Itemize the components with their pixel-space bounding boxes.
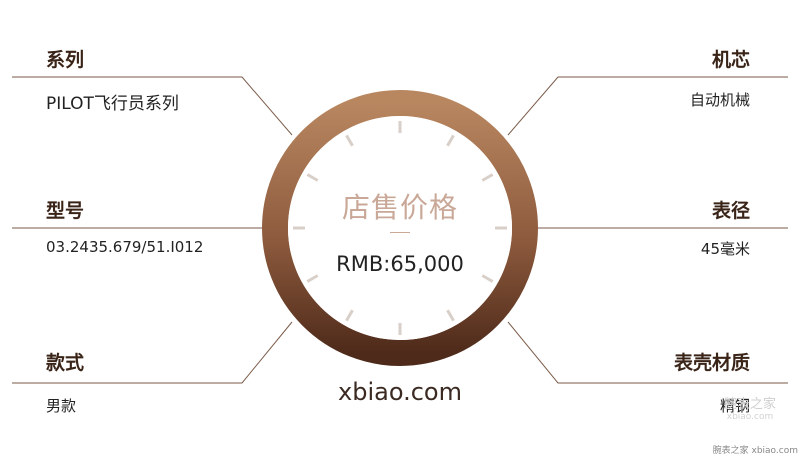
watch-ring [262, 90, 538, 366]
value-diameter: 45毫米 [700, 240, 750, 258]
watch-dial [288, 116, 512, 340]
dial-tick [306, 173, 319, 182]
label-series: 系列 [46, 49, 85, 71]
label-movement: 机芯 [711, 49, 750, 71]
connector-line-case [507, 321, 788, 384]
value-model: 03.2435.679/51.I012 [46, 238, 204, 256]
site-url: xbiao.com [338, 378, 462, 406]
value-series: PILOT飞行员系列 [46, 94, 179, 114]
dial-price: RMB:65,000 [336, 252, 464, 276]
dial-ticks [293, 121, 507, 335]
dial-tick [345, 134, 354, 147]
connector-line-series [12, 76, 293, 136]
label-model: 型号 [46, 200, 85, 222]
label-diameter: 表径 [711, 200, 750, 222]
watermark-logo: 腕表之家 [723, 397, 776, 412]
dial-tick [446, 134, 455, 147]
dial-tick [345, 309, 354, 322]
value-movement: 自动机械 [689, 91, 750, 109]
label-case-material: 表壳材质 [673, 352, 750, 374]
connector-line-movement [507, 76, 788, 136]
dial-tick [481, 274, 494, 283]
watermark-sub: xbiao.com [726, 412, 774, 422]
dial-tick [306, 274, 319, 283]
value-style: 男款 [46, 397, 77, 415]
label-style: 款式 [46, 352, 85, 374]
dial-divider [390, 232, 410, 233]
dial-title: 店售价格 [341, 191, 458, 224]
value-case-material: 精钢 [719, 397, 750, 415]
dial-tick [481, 173, 494, 182]
watermark-bottom: 腕表之家 xbiao.com [712, 446, 798, 456]
connector-line-style [12, 321, 293, 384]
dial-tick [446, 309, 455, 322]
